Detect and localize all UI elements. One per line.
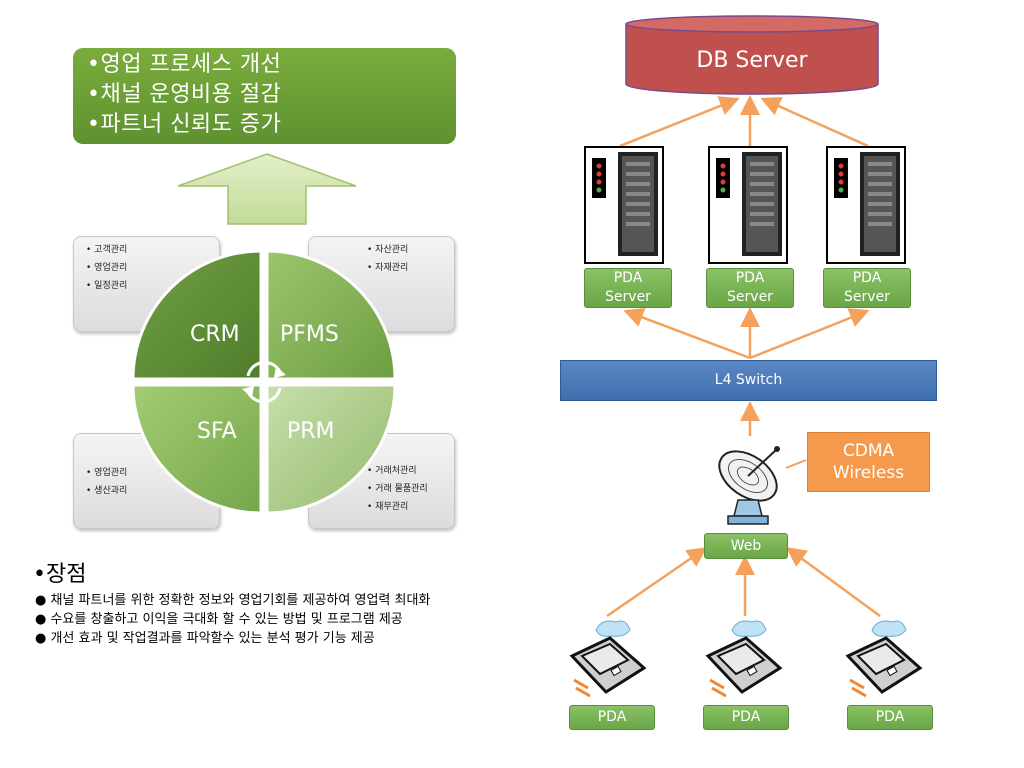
advantage-item: ● 수요를 창출하고 이익을 극대화 할 수 있는 방법 및 프로그램 제공 xyxy=(35,612,403,627)
crm-label: CRM xyxy=(190,322,240,347)
up-arrow-icon xyxy=(177,153,357,225)
benefits-box: •영업 프로세스 개선 •채널 운영비용 절감 •파트너 신뢰도 증가 xyxy=(73,48,456,144)
sfa-label: SFA xyxy=(197,419,237,444)
pfms-label: PFMS xyxy=(280,322,339,347)
sfa-detail-item: 생산과리 xyxy=(86,482,219,500)
benefit-item: •채널 운영비용 절감 xyxy=(87,82,282,107)
crm-quadrant xyxy=(131,249,263,381)
crm-detail-item: 고객관리 xyxy=(86,241,219,259)
pda-device-icon xyxy=(705,620,783,698)
pda-label: PDA xyxy=(847,705,933,730)
cdma-wireless-box: CDMA Wireless xyxy=(807,432,930,492)
web-label: Web xyxy=(704,533,788,559)
pda-server-label: PDA Server xyxy=(706,268,794,308)
pda-label: PDA xyxy=(569,705,655,730)
prm-detail-item: 거래처관리 xyxy=(367,462,454,480)
crm-quadrant-circle xyxy=(131,249,397,515)
crm-detail-item: 영업관리 xyxy=(86,259,219,277)
pda-server-label: PDA Server xyxy=(823,268,911,308)
server-rack-icon xyxy=(584,146,664,264)
prm-label: PRM xyxy=(287,419,335,444)
pda-label: PDA xyxy=(703,705,789,730)
db-server-label: DB Server xyxy=(696,48,808,73)
pfms-quadrant xyxy=(265,249,397,381)
prm-detail-item: 거래 물품관리 xyxy=(367,480,454,498)
sfa-quadrant xyxy=(131,383,263,515)
sfa-detail-item: 영업관리 xyxy=(86,464,219,482)
db-server-cylinder xyxy=(625,15,879,95)
prm-quadrant xyxy=(265,383,397,515)
advantage-item: ● 개선 효과 및 작업결과를 파악할수 있는 분석 평가 기능 제공 xyxy=(35,631,375,646)
advantage-item: ● 채널 파트너를 위한 정확한 정보와 영업기회를 제공하여 영업력 최대화 xyxy=(35,593,431,608)
benefit-item: •영업 프로세스 개선 xyxy=(87,52,282,77)
prm-detail-item: 재무관리 xyxy=(367,498,454,516)
server-rack-icon xyxy=(826,146,906,264)
pfms-detail-item: 자산관리 xyxy=(367,241,454,259)
cycle-arrows-icon xyxy=(242,360,286,404)
advantages-title: •장점 xyxy=(33,562,87,587)
satellite-dish-icon xyxy=(718,446,780,525)
pda-device-icon xyxy=(569,620,647,698)
server-rack-icon xyxy=(708,146,788,264)
pfms-detail-item: 자재관리 xyxy=(367,259,454,277)
pda-server-label: PDA Server xyxy=(584,268,672,308)
l4-switch-bar: L4 Switch xyxy=(560,360,937,401)
pda-device-icon xyxy=(845,620,923,698)
crm-detail-item: 일정관리 xyxy=(86,277,219,295)
benefit-item: •파트너 신뢰도 증가 xyxy=(87,112,282,137)
